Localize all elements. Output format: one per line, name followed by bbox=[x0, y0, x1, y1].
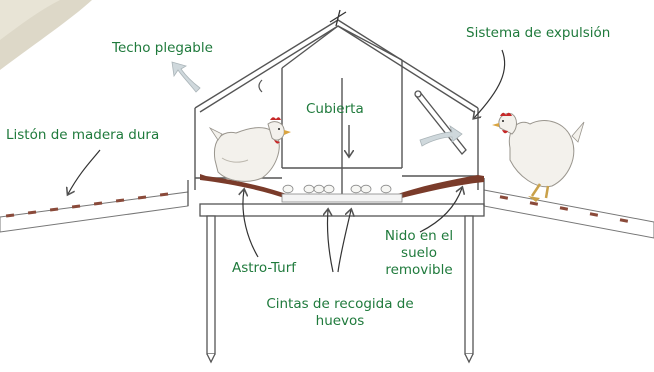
label-cintas-line-1: Cintas de recogida de bbox=[266, 296, 414, 312]
curved-arrow-icon bbox=[419, 125, 463, 147]
label-liston-madera: Listón de madera dura bbox=[6, 127, 160, 143]
label-nido-line-3: removible bbox=[385, 262, 453, 278]
hen-icon bbox=[208, 117, 291, 182]
roof-peak-mark bbox=[329, 9, 347, 27]
egg-icon bbox=[282, 184, 392, 194]
label-cintas-line-2: huevos bbox=[315, 313, 365, 329]
left-nest-mat bbox=[200, 174, 292, 200]
right-floor bbox=[483, 189, 654, 239]
left-floor bbox=[0, 191, 189, 233]
pointer-arrow-icon bbox=[68, 49, 506, 273]
label-astro-turf: Astro-Turf bbox=[232, 260, 297, 276]
label-sistema-expulsion: Sistema de expulsión bbox=[466, 25, 611, 41]
label-techo-plegable: Techo plegable bbox=[112, 40, 213, 56]
hen-icon bbox=[492, 112, 585, 202]
nest-frame bbox=[187, 178, 485, 364]
egg-belt-tray bbox=[281, 193, 403, 203]
label-cubierta: Cubierta bbox=[306, 101, 364, 117]
label-nido-line-1: Nido en el bbox=[384, 228, 454, 244]
right-nest-mat bbox=[392, 175, 484, 200]
curved-arrow-icon bbox=[171, 61, 201, 93]
label-nido-line-2: suelo bbox=[401, 245, 437, 261]
